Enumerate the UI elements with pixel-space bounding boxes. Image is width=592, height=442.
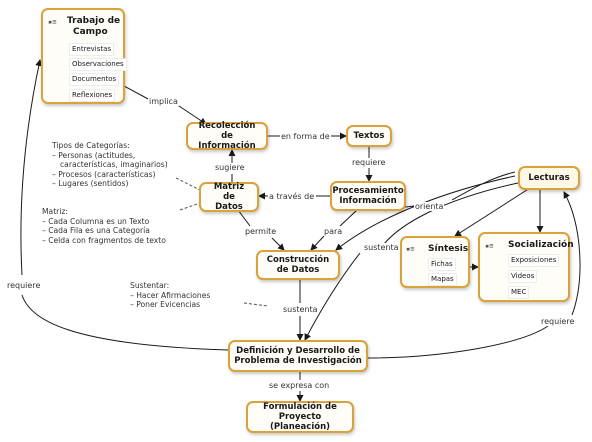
link-label-implica: implica xyxy=(148,97,179,106)
note-link-sustenta xyxy=(243,302,269,307)
note-tipos-line: – Lugares (sentidos) xyxy=(52,179,129,188)
link-label-requiere-der: requiere xyxy=(540,317,576,326)
node-sintesis[interactable]: ▪≡ Síntesis Fichas Mapas xyxy=(400,236,470,288)
link-implica-arrow xyxy=(175,103,207,125)
link-label-a-traves-de: a través de xyxy=(268,192,316,201)
list-icon: ▪≡ xyxy=(48,18,57,26)
note-sustentar: Sustentar: – Hacer Afirmaciones – Poner … xyxy=(130,281,210,310)
note-matriz-line: – Cada Columna es un Texto xyxy=(42,216,150,226)
subitem-fichas[interactable]: Fichas xyxy=(428,258,456,271)
subitem-documentos[interactable]: Documentos xyxy=(69,73,120,86)
subitem-videos[interactable]: Videos xyxy=(508,270,538,283)
link-requiere-izq xyxy=(21,294,229,351)
link-permite-arrow xyxy=(271,237,285,251)
link-lecturas-sintesis xyxy=(454,187,531,237)
node-trabajo-de-campo[interactable]: ▪≡ Trabajo de Campo Entrevistas Observac… xyxy=(41,8,127,104)
node-definicion[interactable]: Definición y Desarrollo de Problema de I… xyxy=(228,340,368,372)
note-matriz: Matriz: – Cada Columna es un Texto – Cad… xyxy=(42,207,166,245)
note-sustentar-line: – Poner Evicencias xyxy=(130,300,201,309)
node-socializacion[interactable]: ▪≡ Socialización Exposiciones Videos MEC xyxy=(478,232,574,302)
link-label-sustenta-lecturas: sustenta xyxy=(363,243,400,252)
note-tipos-line: – Personas (actitudes, xyxy=(52,150,136,160)
link-para xyxy=(339,209,358,227)
node-matriz[interactable]: Matriz de Datos xyxy=(199,182,259,212)
link-label-sustenta-construccion: sustenta xyxy=(282,305,319,314)
construccion-label: Construcción de Datos xyxy=(266,255,330,275)
link-label-orienta: orienta xyxy=(414,202,445,211)
socializacion-title: Socialización xyxy=(508,240,574,250)
recoleccion-label: Recolección de Información xyxy=(198,121,256,151)
list-icon: ▪≡ xyxy=(485,242,494,250)
link-requiere-der-arrow xyxy=(563,191,581,316)
node-lecturas[interactable]: Lecturas xyxy=(518,166,580,190)
node-textos[interactable]: Textos xyxy=(346,125,392,147)
note-link-matriz xyxy=(179,202,201,211)
definicion-label: Definición y Desarrollo de Problema de I… xyxy=(234,346,362,366)
note-tipos-line: características, imaginarios) xyxy=(60,160,168,169)
note-sustentar-line: Sustentar: xyxy=(130,281,170,290)
link-label-requiere-proc: requiere xyxy=(351,158,387,167)
link-label-para: para xyxy=(323,227,344,236)
formulacion-label: Formulación de Proyecto (Planeación) xyxy=(263,402,337,432)
node-recoleccion[interactable]: Recolección de Información xyxy=(186,121,268,151)
link-sustenta-lecturas-arrow xyxy=(304,252,361,341)
note-tipos-line: Tipos de Categorías: xyxy=(52,141,130,150)
node-procesamiento[interactable]: Procesamiento Información xyxy=(330,181,406,211)
link-label-sugiere: sugiere xyxy=(214,163,246,172)
link-requiere-der xyxy=(367,325,549,359)
link-para-arrow xyxy=(310,235,325,251)
textos-label: Textos xyxy=(353,131,385,141)
link-requiere-izq-arrow xyxy=(20,59,43,276)
note-matriz-line: – Cada Fila es una Categoría xyxy=(42,226,150,235)
note-matriz-line: – Celda con fragmentos de texto xyxy=(42,235,166,245)
note-tipos-line: – Procesos (características) xyxy=(52,169,156,179)
procesamiento-label: Procesamiento Información xyxy=(332,186,404,206)
link-sustenta-lecturas xyxy=(383,182,519,245)
link-implica xyxy=(123,85,151,101)
trabajo-de-campo-title-line1: Trabajo de xyxy=(67,16,121,26)
trabajo-de-campo-title-line2: Campo xyxy=(73,27,108,37)
link-label-requiere-izq: requiere xyxy=(6,281,42,290)
subitem-exposiciones[interactable]: Exposiciones xyxy=(508,254,560,267)
subitem-entrevistas[interactable]: Entrevistas xyxy=(69,43,115,56)
node-formulacion[interactable]: Formulación de Proyecto (Planeación) xyxy=(246,401,354,433)
note-matriz-line: Matriz: xyxy=(42,207,68,216)
sintesis-title: Síntesis xyxy=(428,244,469,254)
matriz-label: Matriz de Datos xyxy=(213,182,245,212)
link-label-en-forma-de: en forma de xyxy=(280,132,331,141)
note-tipos-de-categorias: Tipos de Categorías: – Personas (actitud… xyxy=(52,141,168,189)
lecturas-label: Lecturas xyxy=(528,173,570,183)
link-permite xyxy=(237,209,251,227)
list-icon: ▪≡ xyxy=(406,245,415,253)
link-label-se-expresa-con: se expresa con xyxy=(268,381,331,390)
subitem-observaciones[interactable]: Observaciones xyxy=(69,58,127,71)
note-link-tipos xyxy=(175,177,201,191)
subitem-reflexiones[interactable]: Reflexiones xyxy=(69,89,116,102)
node-construccion[interactable]: Construcción de Datos xyxy=(256,250,340,280)
subitem-mapas[interactable]: Mapas xyxy=(428,273,457,286)
note-sustentar-line: – Hacer Afirmaciones xyxy=(130,290,211,300)
link-label-permite: permite xyxy=(244,227,278,236)
subitem-mec[interactable]: MEC xyxy=(508,286,530,299)
